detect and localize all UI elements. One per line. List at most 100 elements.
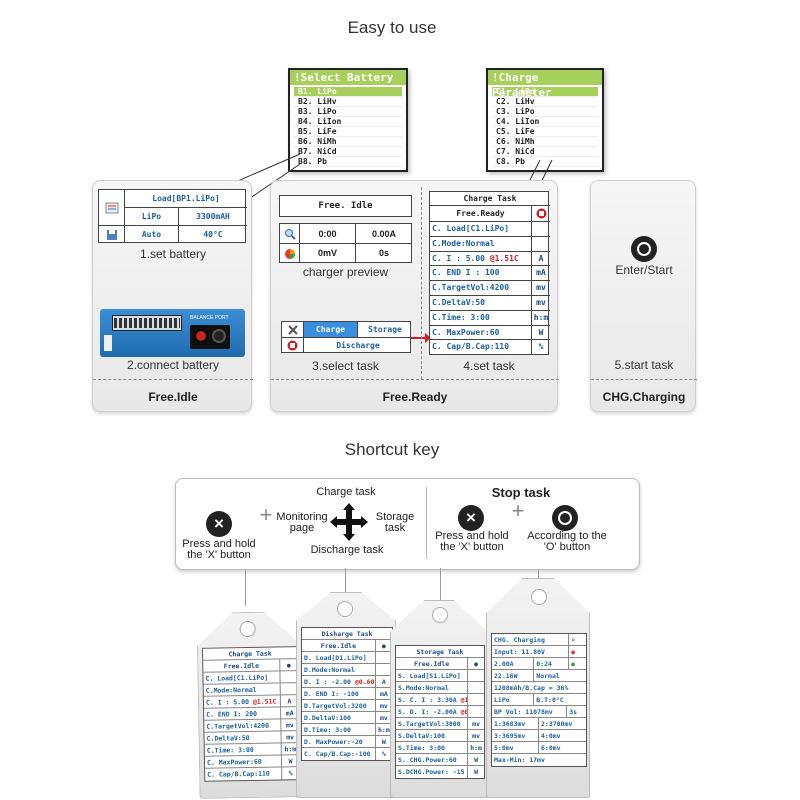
- charge-parameter-item[interactable]: C3. LiPo: [492, 107, 598, 117]
- stop-icon: ●: [474, 660, 479, 668]
- enter-start-label: Enter/Start: [615, 263, 673, 277]
- charge-param-row[interactable]: C.Time: 3:00 h:m: [430, 310, 550, 326]
- tag-row: D. Load[D1.LiPo]: [302, 652, 392, 664]
- charge-parameter-item[interactable]: C6. NiMh: [492, 137, 598, 147]
- tag-row-label: D.Mode:Normal: [302, 664, 376, 675]
- charge-param-row[interactable]: C. Cap/B.Cap:110%: [430, 340, 550, 356]
- x-button-icon[interactable]: ×: [458, 505, 484, 531]
- tag-row-text: S.DCHG.Power: -15: [398, 768, 465, 776]
- tag-row-text: C.Time: 3:00: [206, 745, 254, 755]
- o-button-icon[interactable]: [552, 505, 578, 531]
- tag-row-label: S.TargetVol:3800: [396, 718, 469, 729]
- cell-voltage: 6:0mv: [541, 744, 561, 752]
- stop-icon[interactable]: [532, 206, 550, 222]
- select-battery-item[interactable]: B8. Pb: [294, 157, 402, 167]
- preview-time: 0:00: [300, 224, 356, 244]
- tag-status: Free.Idle: [396, 658, 469, 669]
- tag-row-unit: mv: [472, 732, 480, 740]
- tag-row-text: C. Cap/B.Cap:-100: [304, 750, 371, 758]
- tag-row-unit: W: [474, 768, 479, 776]
- charge-task-option[interactable]: Charge: [304, 322, 358, 338]
- tag-row-label: S. Load[S1.LiPo]: [396, 670, 469, 681]
- storage-task-option[interactable]: Storage: [358, 322, 412, 338]
- cell-voltage: 4:0mv: [541, 732, 561, 740]
- tag-status: Free.Idle: [302, 640, 376, 651]
- select-battery-item[interactable]: B2. LiHv: [294, 97, 402, 107]
- charge-param-label: C. I : 5.00 @1.51C: [430, 251, 532, 266]
- cell-voltage: 5:0mv: [492, 742, 539, 753]
- battery-icon: [99, 190, 125, 226]
- charging-capacity: 1208mAh/B.Cap = 36%: [494, 684, 569, 692]
- charge-param-row[interactable]: C. I : 5.00 @1.51C A: [430, 251, 550, 267]
- charge-param-unit: A: [538, 253, 544, 263]
- tag-row-c-rate: @1.00C: [460, 696, 469, 704]
- tag-row-label: C.Mode:Normal: [204, 683, 281, 695]
- tag-row: S.Mode:Normal: [396, 682, 484, 694]
- charge-param-unit: [532, 222, 550, 236]
- charge-parameter-item[interactable]: C1. LiPo: [492, 87, 598, 97]
- tag-row: D. I : -2.00 @0.60CA: [302, 676, 392, 688]
- param-text: C. END I : 100: [432, 268, 500, 278]
- select-battery-item[interactable]: B1. LiPo: [294, 87, 402, 97]
- tag-status-row: Free.Idle ●: [396, 658, 484, 670]
- free-idle-footer: Free.Idle: [148, 390, 198, 404]
- charge-param-unit: W: [538, 327, 544, 337]
- tag-row-text: S. C. I : 3.30A: [398, 696, 461, 704]
- tag-row-text: C. Cap/B.Cap:110: [207, 769, 270, 779]
- charge-parameter-item[interactable]: C2. LiHv: [492, 97, 598, 107]
- set-battery-screen[interactable]: Load[BP1.LiPo] LiPo 3300mAH Auto 40°C: [98, 189, 247, 243]
- select-battery-item[interactable]: B3. LiPo: [294, 107, 402, 117]
- param-text: C.Time: 3:00: [432, 312, 490, 322]
- step-set-battery: 1.set battery: [139, 247, 207, 261]
- arrow-right-icon: [411, 333, 431, 343]
- dpad-icon[interactable]: [328, 501, 370, 543]
- x-button-icon[interactable]: ×: [206, 511, 232, 537]
- charging-power: 22.16W: [492, 670, 535, 681]
- pie-chart-icon: [280, 244, 300, 263]
- tag-row-text: D.Mode:Normal: [304, 666, 355, 674]
- tag-row-label: D.DeltaV:100: [302, 712, 376, 723]
- shortcut-panel: × Press and hold the 'X' button + Monito…: [175, 478, 640, 570]
- charge-param-unit: [532, 237, 550, 251]
- tag-row-label: D.Time: 3:00: [302, 724, 376, 735]
- battery-mode-value: Auto: [125, 226, 179, 243]
- select-battery-item[interactable]: B5. LiFe: [294, 127, 402, 137]
- tag-row-text: S.DeltaV:100: [398, 732, 445, 740]
- tag-row-label: S. D. I: -2.00A @0.60C: [396, 706, 469, 717]
- o-button-icon[interactable]: [631, 236, 657, 262]
- charge-parameter-item[interactable]: C5. LiFe: [492, 127, 598, 137]
- charging-row: CHG. Charging⌕: [492, 634, 586, 646]
- tag-row-text: S. D. I: -2.00A: [398, 708, 461, 716]
- charging-title: CHG. Charging: [492, 634, 570, 645]
- tag-row-label: C. Cap/B.Cap:110: [205, 767, 282, 780]
- tag-row-unit: [468, 682, 484, 693]
- charge-parameter-item[interactable]: C8. Pb: [492, 157, 598, 167]
- select-battery-item[interactable]: B7. NiCd: [294, 147, 402, 157]
- storage-task-label: Storage task: [375, 511, 415, 534]
- tag-row-text: C.DeltaV:50: [206, 734, 250, 743]
- tag-row-label: S. C. I : 3.30A @1.00C: [396, 694, 469, 705]
- charge-param-unit: h:m: [533, 312, 549, 322]
- select-battery-item[interactable]: B4. LiIon: [294, 117, 402, 127]
- tag-row-unit: [376, 652, 392, 663]
- charge-param-row[interactable]: C.Mode:Normal: [430, 236, 550, 252]
- charge-parameter-item[interactable]: C7. NiCd: [492, 147, 598, 157]
- discharge-task-option[interactable]: Discharge: [336, 341, 380, 350]
- select-battery-item[interactable]: B6. NiMh: [294, 137, 402, 147]
- step-connect-battery: 2.connect battery: [126, 358, 220, 372]
- charge-parameter-item[interactable]: C4. LiIon: [492, 117, 598, 127]
- tag-row-unit: h:m: [378, 726, 390, 734]
- charge-param-row[interactable]: C. Load[C1.LiPo]: [430, 222, 550, 237]
